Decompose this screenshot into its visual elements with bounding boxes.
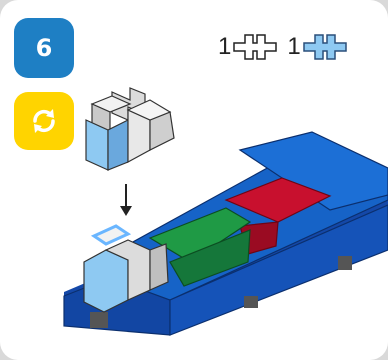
down-arrow-icon [120,184,132,216]
assembly-illustration [0,0,388,348]
new-piece-group [86,88,174,170]
